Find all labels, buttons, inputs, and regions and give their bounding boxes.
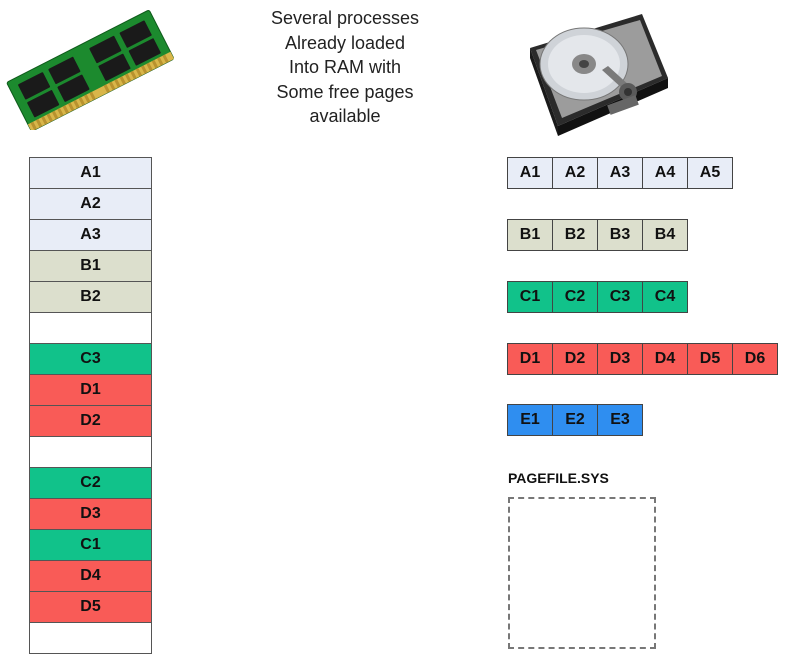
disk-page-a5: A5 <box>688 158 732 188</box>
disk-page-c3: C3 <box>598 282 643 312</box>
disk-page-a3: A3 <box>598 158 643 188</box>
disk-page-d1: D1 <box>508 344 553 374</box>
disk-page-b1: B1 <box>508 220 553 250</box>
ram-slot-d2: D2 <box>30 406 151 437</box>
caption-line: Already loaded <box>284 32 406 53</box>
disk-page-d4: D4 <box>643 344 688 374</box>
caption-line: Into RAM with <box>288 57 402 77</box>
ram-slot-free <box>30 623 151 654</box>
disk-page-d5: D5 <box>688 344 733 374</box>
ram-slot-d1: D1 <box>30 375 151 406</box>
ram-slot-b1: B1 <box>30 251 151 282</box>
ram-slot-a2: A2 <box>30 189 151 220</box>
ram-slot-c3: C3 <box>30 344 151 375</box>
ram-slot-a3: A3 <box>30 220 151 251</box>
ram-slot-a1: A1 <box>30 158 151 189</box>
ram-slot-d3: D3 <box>30 499 151 530</box>
ram-slot-d5: D5 <box>30 592 151 623</box>
disk-page-d6: D6 <box>733 344 777 374</box>
ram-slot-b2: B2 <box>30 282 151 313</box>
disk-page-a4: A4 <box>643 158 688 188</box>
disk-page-d3: D3 <box>598 344 643 374</box>
caption-line: available <box>309 106 381 126</box>
disk-page-e2: E2 <box>553 405 598 435</box>
disk-page-b3: B3 <box>598 220 643 250</box>
disk-page-e3: E3 <box>598 405 642 435</box>
caption-line: Some free pages <box>276 81 414 102</box>
caption-line: Several processes <box>270 8 420 28</box>
disk-page-a2: A2 <box>553 158 598 188</box>
disk-page-b2: B2 <box>553 220 598 250</box>
disk-page-c2: C2 <box>553 282 598 312</box>
ram-slot-d4: D4 <box>30 561 151 592</box>
ram-module-icon <box>6 10 175 130</box>
hard-drive-icon <box>530 14 668 136</box>
disk-page-b4: B4 <box>643 220 687 250</box>
ram-slot-c1: C1 <box>30 530 151 561</box>
ram-slot-c2: C2 <box>30 468 151 499</box>
disk-page-e1: E1 <box>508 405 553 435</box>
disk-page-c4: C4 <box>643 282 687 312</box>
pagefile-label: PAGEFILE.SYS <box>508 470 609 486</box>
ram-slot-free <box>30 313 151 344</box>
disk-page-a1: A1 <box>508 158 553 188</box>
disk-page-d2: D2 <box>553 344 598 374</box>
disk-page-c1: C1 <box>508 282 553 312</box>
pagefile-box <box>508 497 656 649</box>
ram-slot-free <box>30 437 151 468</box>
